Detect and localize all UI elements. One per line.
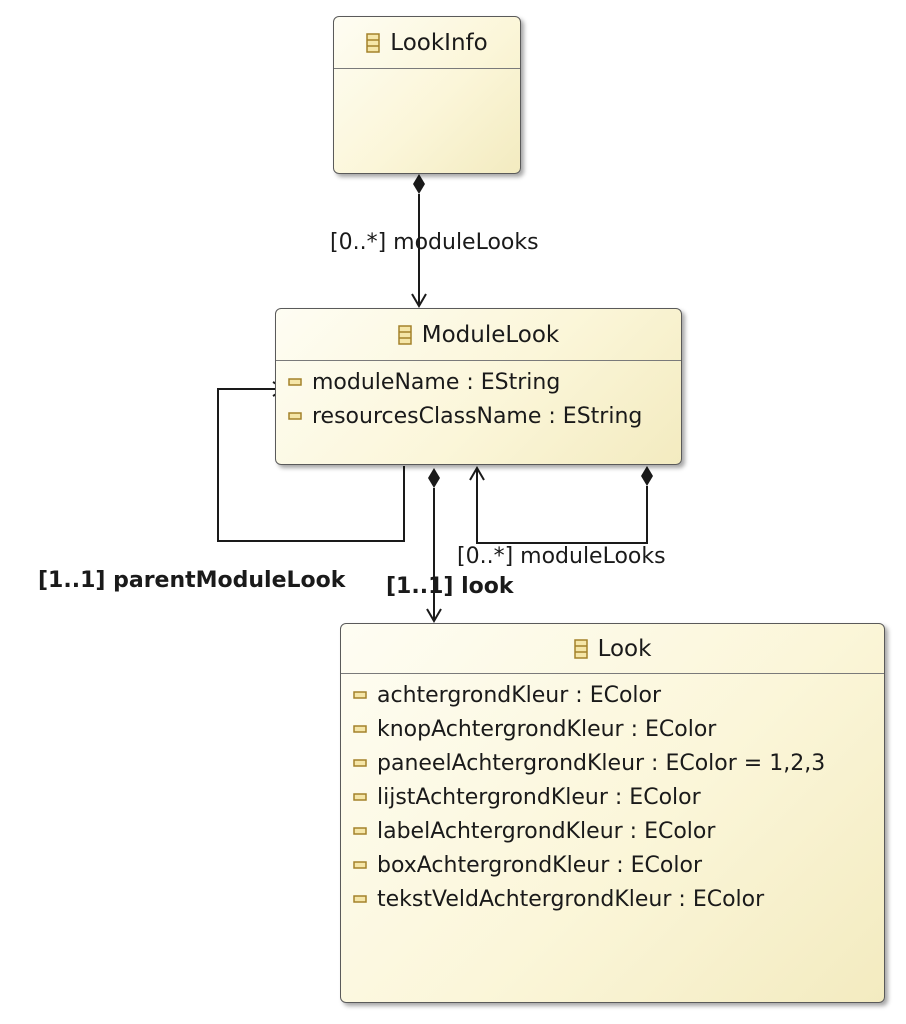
attribute-row[interactable]: resourcesClassName : EString xyxy=(288,399,681,433)
attribute-label: lijstAchtergrondKleur : EColor xyxy=(377,784,701,810)
class-name: LookInfo xyxy=(390,29,488,56)
attribute-row[interactable]: tekstVeldAchtergrondKleur : EColor xyxy=(353,882,884,916)
connector-look[interactable] xyxy=(426,468,442,623)
arrowhead xyxy=(469,466,485,481)
reference-label-parent-module-look: [1..1] parentModuleLook xyxy=(38,568,346,593)
class-header: LookInfo xyxy=(334,17,520,69)
composition-diamond xyxy=(428,468,440,488)
attribute-row[interactable]: labelAchtergrondKleur : EColor xyxy=(353,814,884,848)
composition-diamond xyxy=(413,174,425,194)
class-header: Look xyxy=(341,624,884,674)
attribute-label: paneelAchtergrondKleur : EColor = 1,2,3 xyxy=(377,750,826,776)
attribute-row[interactable]: paneelAchtergrondKleur : EColor = 1,2,3 xyxy=(353,746,884,780)
attribute-label: resourcesClassName : EString xyxy=(312,403,643,429)
attribute-list: moduleName : EString resourcesClassName … xyxy=(276,361,681,433)
reference-label-modulelook-modulelooks: [0..*] moduleLooks xyxy=(457,544,666,569)
class-icon xyxy=(573,638,588,659)
arrowhead xyxy=(426,608,442,623)
connector-lookinfo-modulelooks[interactable] xyxy=(411,174,427,308)
attribute-row[interactable]: knopAchtergrondKleur : EColor xyxy=(353,712,884,746)
class-icon xyxy=(366,32,381,53)
attribute-row[interactable]: boxAchtergrondKleur : EColor xyxy=(353,848,884,882)
reference-label-lookinfo-modulelooks: [0..*] moduleLooks xyxy=(330,230,539,255)
attribute-label: moduleName : EString xyxy=(312,369,561,395)
class-look[interactable]: Look achtergrondKleur : EColor knopAchte… xyxy=(340,623,885,1003)
class-name: ModuleLook xyxy=(421,321,560,348)
attribute-row[interactable]: achtergrondKleur : EColor xyxy=(353,678,884,712)
attribute-row[interactable]: moduleName : EString xyxy=(288,365,681,399)
composition-diamond xyxy=(641,466,653,486)
attribute-label: knopAchtergrondKleur : EColor xyxy=(377,716,717,742)
attribute-icon xyxy=(353,895,367,903)
class-name: Look xyxy=(597,635,652,662)
attribute-icon xyxy=(353,861,367,869)
attribute-icon xyxy=(353,827,367,835)
attribute-icon xyxy=(353,725,367,733)
class-modulelook[interactable]: ModuleLook moduleName : EString resource… xyxy=(275,308,682,465)
connector-modulelook-modulelooks[interactable] xyxy=(469,466,653,544)
attribute-label: boxAchtergrondKleur : EColor xyxy=(377,852,702,878)
attribute-label: tekstVeldAchtergrondKleur : EColor xyxy=(377,886,765,912)
attribute-label: achtergrondKleur : EColor xyxy=(377,682,662,708)
arrowhead xyxy=(411,293,427,308)
attribute-icon xyxy=(288,412,302,420)
class-lookinfo[interactable]: LookInfo xyxy=(333,16,521,174)
reference-label-look: [1..1] look xyxy=(386,574,514,599)
attribute-label: labelAchtergrondKleur : EColor xyxy=(377,818,716,844)
class-icon xyxy=(397,324,412,345)
attribute-icon xyxy=(353,759,367,767)
attribute-icon xyxy=(353,691,367,699)
attribute-icon xyxy=(353,793,367,801)
attribute-icon xyxy=(288,378,302,386)
attribute-row[interactable]: lijstAchtergrondKleur : EColor xyxy=(353,780,884,814)
attribute-list: achtergrondKleur : EColor knopAchtergron… xyxy=(341,674,884,916)
class-header: ModuleLook xyxy=(276,309,681,361)
